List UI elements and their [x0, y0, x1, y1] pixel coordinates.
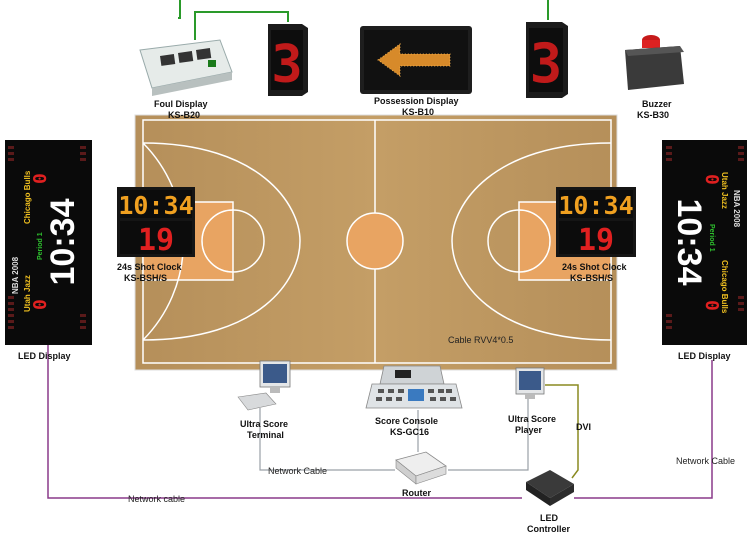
led-left-clock: 10:34 — [44, 198, 82, 285]
led-right-title: NBA 2008 — [732, 190, 741, 228]
network-cable-right-label: Network Cable — [676, 456, 735, 466]
buzzer-device — [625, 35, 684, 90]
buzzer-model: KS-B30 — [637, 110, 669, 120]
led-right-score-home: 0 — [701, 300, 722, 311]
led-controller-name2: Controller — [527, 524, 570, 534]
olive-cable — [545, 385, 578, 478]
score-console-model: KS-GC16 — [390, 427, 429, 437]
led-right-name: LED Display — [678, 351, 731, 361]
network-cable-mid-label: Network Cable — [268, 466, 327, 476]
buzzer-name: Buzzer — [642, 99, 672, 109]
shot-clock-left-name: 24s Shot Clock — [117, 262, 183, 272]
led-left-score-away: 0 — [30, 299, 51, 310]
possession-display-model: KS-B10 — [402, 107, 434, 117]
shot-clock-right-shot: 19 — [578, 223, 614, 258]
shot-clock-right: 10:34 19 — [556, 187, 636, 258]
foul-display-name: Foul Display — [154, 99, 208, 109]
possession-display-name: Possession Display — [374, 96, 459, 106]
court-cable-label: Cable RVV4*0.5 — [448, 335, 513, 345]
score-console[interactable] — [366, 366, 462, 408]
shot-clock-right-name: 24s Shot Clock — [562, 262, 628, 272]
svg-text:3: 3 — [530, 32, 563, 95]
led-left-score-home: 0 — [30, 173, 51, 184]
dvi-label: DVI — [576, 422, 591, 432]
player-name2: Player — [515, 425, 543, 435]
led-right-score-away: 0 — [701, 174, 722, 185]
terminal-name2: Terminal — [247, 430, 284, 440]
shot-clock-left-shot: 19 — [138, 223, 174, 258]
possession-display — [360, 26, 472, 94]
foul-counter-right: 3 — [526, 22, 568, 98]
led-left-title: NBA 2008 — [11, 256, 20, 294]
foul-counter-left: 3 — [268, 24, 308, 96]
terminal-name: Ultra Score — [240, 419, 288, 429]
led-display-right: NBA 2008 Utah Jazz Chicago Bulls 0 Perio… — [662, 140, 747, 345]
shot-clock-left: 10:34 19 — [117, 187, 195, 258]
shot-clock-left-time: 10:34 — [118, 191, 193, 220]
router-name: Router — [402, 488, 431, 498]
foul-display-model: KS-B20 — [168, 110, 200, 120]
score-console-name: Score Console — [375, 416, 438, 426]
shot-clock-right-model: KS-BSH/S — [570, 273, 613, 283]
router-device — [396, 452, 446, 484]
svg-text:3: 3 — [271, 35, 302, 95]
led-left-period: Period 1 — [37, 232, 44, 260]
network-cable-left-label: Network cable — [128, 494, 185, 504]
led-right-clock: 10:34 — [670, 199, 708, 286]
led-right-period: Period 1 — [708, 224, 715, 252]
led-display-left: NBA 2008 Utah Jazz Chicago Bulls 0 Perio… — [5, 140, 92, 345]
shot-clock-left-model: KS-BSH/S — [124, 273, 167, 283]
basketball-court — [135, 115, 617, 370]
led-left-name: LED Display — [18, 351, 71, 361]
shot-clock-right-time: 10:34 — [558, 191, 633, 220]
led-controller-name: LED — [540, 513, 559, 523]
player-name: Ultra Score — [508, 414, 556, 424]
foul-display-console[interactable] — [140, 40, 232, 96]
led-controller-device — [526, 470, 574, 506]
player-computer[interactable] — [516, 368, 544, 399]
